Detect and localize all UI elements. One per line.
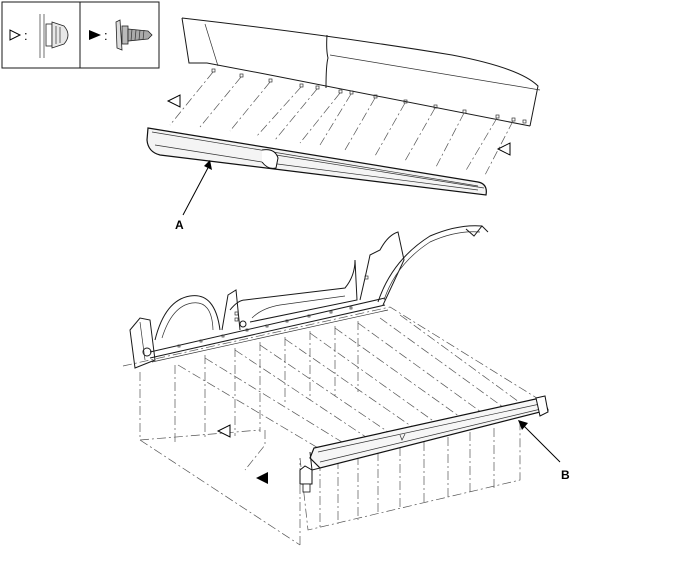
screw-marker-icon	[256, 472, 268, 484]
door-moulding-a	[146, 127, 487, 196]
door-clip-holes	[211, 68, 527, 124]
callout-a: A	[175, 160, 212, 232]
screw-legend-colon: :	[104, 28, 108, 43]
callout-a-label: A	[175, 218, 184, 232]
clip-marker-icon	[166, 94, 181, 108]
body-side-sill	[129, 225, 489, 369]
plastic-clip-icon	[39, 14, 69, 58]
side-sill-moulding-b	[309, 395, 549, 471]
clip-marker-icon	[496, 142, 511, 156]
fastener-legend: : :	[1, 1, 160, 69]
body-clip-holes	[177, 306, 353, 348]
callout-b: B	[518, 420, 570, 482]
front-end-bracket	[299, 465, 313, 493]
clip-marker-icon	[216, 424, 231, 438]
callout-b-label: B	[561, 468, 570, 482]
clip-legend-colon: :	[24, 28, 28, 43]
open-triangle-icon	[9, 29, 22, 41]
filled-triangle-icon	[89, 30, 101, 40]
tapping-screw-icon	[115, 19, 153, 51]
door-lower-panel	[181, 17, 541, 127]
